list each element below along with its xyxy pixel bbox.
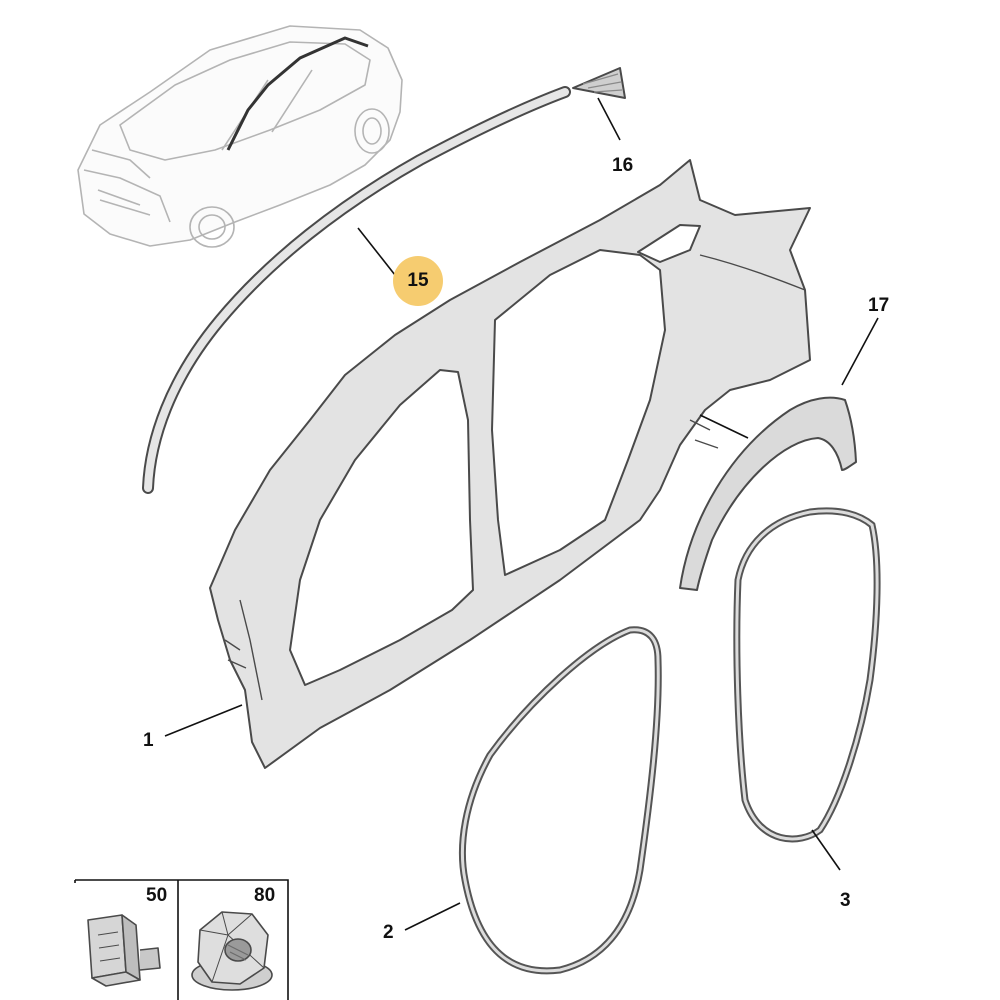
fastener-insets <box>74 879 289 1000</box>
fastener-80-flange-nut[interactable] <box>191 911 273 991</box>
leader-15 <box>357 227 396 276</box>
part-2-front-door-seal[interactable] <box>458 626 662 975</box>
part-16-trim-cap[interactable] <box>572 67 626 99</box>
callout-16[interactable]: 16 <box>612 155 634 176</box>
part-17-wheel-arch-trim[interactable] <box>679 396 857 591</box>
fastener-50-clip[interactable] <box>87 914 161 987</box>
leader-lines <box>164 97 879 931</box>
part-3-rear-door-seal[interactable] <box>733 507 881 843</box>
callout-2[interactable]: 2 <box>383 922 394 943</box>
leader-17 <box>841 317 879 386</box>
callout-17[interactable]: 17 <box>868 295 890 316</box>
inset-label-80: 80 <box>254 885 276 906</box>
leader-17b <box>699 414 749 439</box>
leader-2 <box>404 902 461 931</box>
inset-label-50: 50 <box>146 885 168 906</box>
reference-car-thumbnail <box>77 25 403 248</box>
part-15-roof-moulding[interactable] <box>142 86 571 494</box>
part-1-body-side-panel[interactable] <box>209 159 811 769</box>
callout-15-highlighted[interactable]: 15 <box>393 256 443 306</box>
leader-16 <box>597 97 621 141</box>
callout-1[interactable]: 1 <box>143 730 154 751</box>
leader-1 <box>164 704 243 737</box>
leader-3 <box>811 829 841 871</box>
callout-3[interactable]: 3 <box>840 890 851 911</box>
